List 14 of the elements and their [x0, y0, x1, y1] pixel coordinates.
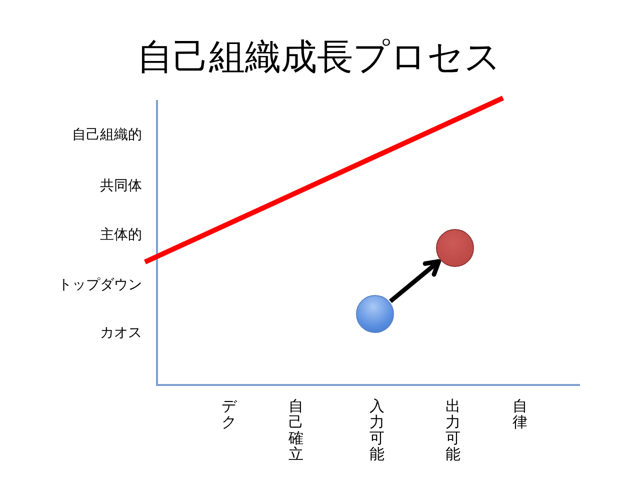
y-axis-label: 共同体	[100, 177, 142, 195]
y-axis-label: カオス	[100, 324, 142, 342]
y-axis-label: トップダウン	[58, 276, 142, 294]
title: 自己組織成長プロセス	[136, 36, 502, 80]
circle-marker	[356, 295, 394, 333]
y-axis-label: 主体的	[100, 226, 142, 244]
x-axis-label: 自律	[512, 398, 528, 430]
x-axis-label: 自己確立	[288, 398, 304, 462]
circle-marker	[436, 229, 474, 267]
arrow	[388, 259, 442, 304]
x-axis-label: 出力可能	[445, 398, 461, 462]
x-axis-label: デク	[221, 398, 237, 430]
y-axis-label: 自己組織的	[72, 126, 142, 144]
x-axis-label: 入力可能	[369, 398, 385, 462]
